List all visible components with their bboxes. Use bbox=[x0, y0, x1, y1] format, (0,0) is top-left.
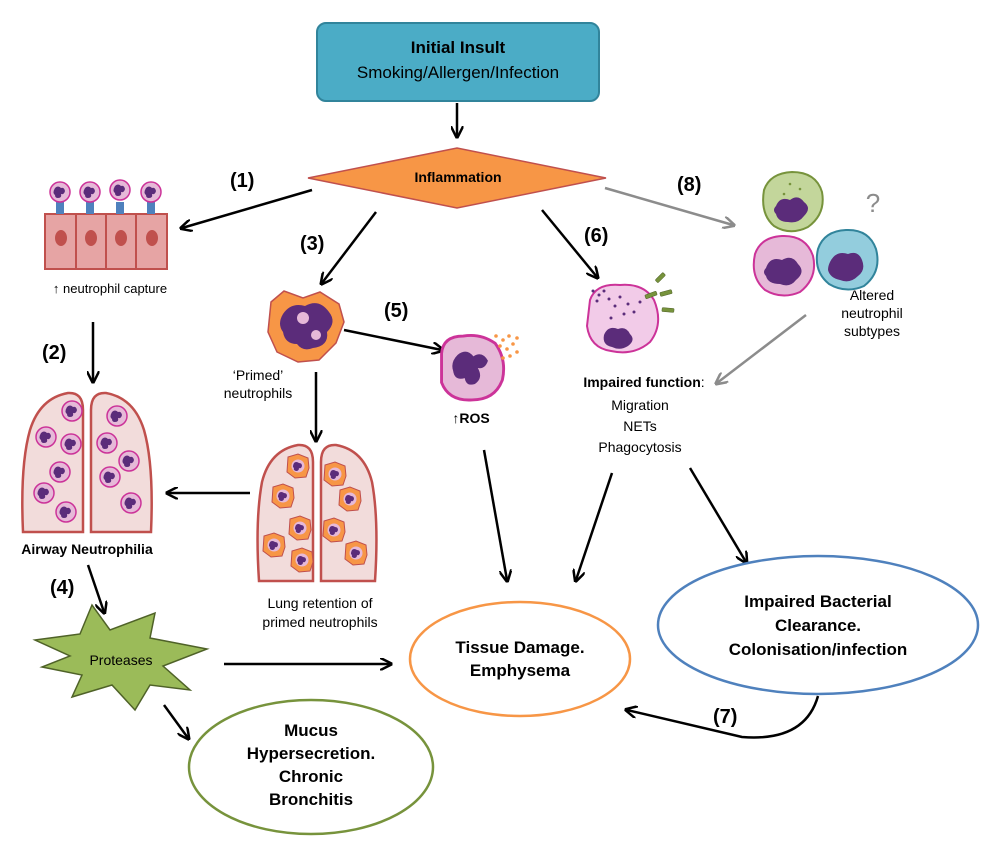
epithelium-illustration bbox=[44, 179, 168, 270]
bacterial-line2: Clearance. bbox=[775, 616, 861, 635]
step-6-label: (6) bbox=[584, 225, 609, 247]
arrow-step-4 bbox=[86, 564, 104, 612]
impaired-function-title: Impaired function bbox=[583, 374, 701, 390]
step-2-label: (2) bbox=[42, 342, 67, 364]
question-mark: ? bbox=[865, 188, 881, 218]
bacterial-line1: Impaired Bacterial bbox=[744, 592, 892, 611]
mucus-line4: Bronchitis bbox=[268, 790, 354, 809]
step-3-label: (3) bbox=[300, 233, 325, 255]
primed-neutrophil-illustration bbox=[267, 290, 345, 363]
impaired-item-migration: Migration bbox=[611, 397, 669, 413]
tissue-damage-line1: Tissue Damage. bbox=[455, 638, 585, 657]
neutrophil-capture-label: ↑ neutrophil capture bbox=[52, 281, 168, 296]
altered-label-line1: Altered bbox=[849, 287, 895, 303]
arrow-impaired-to-bacterial bbox=[688, 467, 746, 562]
step-1-label: (1) bbox=[230, 170, 255, 192]
arrow-step-6 bbox=[541, 209, 597, 277]
insult-box bbox=[316, 22, 600, 102]
arrow-ros-to-tissue bbox=[482, 449, 507, 580]
airway-neutrophilia-label: Airway Neutrophilia bbox=[21, 541, 153, 557]
impaired-function-heading: Impaired function: bbox=[583, 374, 705, 390]
arrow-step-8 bbox=[604, 186, 733, 225]
arrow-proteases-to-mucus bbox=[162, 704, 188, 738]
ros-neutrophil-illustration bbox=[440, 334, 519, 402]
impaired-item-nets: NETs bbox=[623, 418, 657, 434]
arrows bbox=[86, 103, 820, 739]
primed-label-line1: ‘Primed’ bbox=[232, 367, 284, 383]
bacterial-clearance-ellipse bbox=[656, 554, 980, 696]
altered-label-line2: neutrophil bbox=[841, 305, 903, 321]
arrow-subtypes-to-impaired bbox=[717, 314, 807, 383]
mucus-line2: Hypersecretion. bbox=[246, 744, 376, 763]
proteases-label: Proteases bbox=[89, 652, 153, 668]
step-8-label: (8) bbox=[677, 174, 702, 196]
airway-lung-illustration bbox=[21, 391, 153, 534]
retention-lung-illustration bbox=[256, 443, 378, 583]
mucus-ellipse bbox=[187, 698, 435, 836]
arrow-step-7 bbox=[627, 695, 820, 739]
primed-label-line2: neutrophils bbox=[223, 385, 293, 401]
inflammation-label: Inflammation bbox=[414, 169, 502, 185]
insult-subtitle: Smoking/Allergen/Infection bbox=[356, 63, 560, 82]
arrow-step-1 bbox=[182, 188, 313, 228]
mucus-line3: Chronic bbox=[278, 767, 344, 786]
tissue-damage-ellipse bbox=[408, 600, 632, 718]
impaired-item-phagocytosis: Phagocytosis bbox=[598, 439, 682, 455]
grey-arrows bbox=[604, 186, 807, 383]
retention-label-line1: Lung retention of bbox=[267, 595, 373, 611]
arrow-step-5 bbox=[343, 328, 442, 350]
inflammation-diamond bbox=[307, 147, 607, 209]
step-7-label: (7) bbox=[713, 706, 738, 728]
step-5-label: (5) bbox=[384, 300, 409, 322]
mucus-line1: Mucus bbox=[284, 721, 338, 740]
step-4-label: (4) bbox=[50, 577, 75, 599]
tissue-damage-line2: Emphysema bbox=[469, 661, 571, 680]
insult-title: Initial Insult bbox=[410, 38, 506, 57]
proteases-star bbox=[32, 603, 210, 712]
altered-label-line3: subtypes bbox=[843, 323, 901, 339]
altered-subtypes-illustration bbox=[752, 170, 879, 297]
arrow-impaired-to-tissue bbox=[576, 472, 614, 580]
net-neutrophil-illustration bbox=[585, 272, 675, 354]
ros-label: ↑ROS bbox=[452, 410, 490, 426]
bacterial-line3: Colonisation/infection bbox=[728, 640, 908, 659]
arrow-step-3 bbox=[322, 211, 377, 283]
retention-label-line2: primed neutrophils bbox=[262, 614, 378, 630]
